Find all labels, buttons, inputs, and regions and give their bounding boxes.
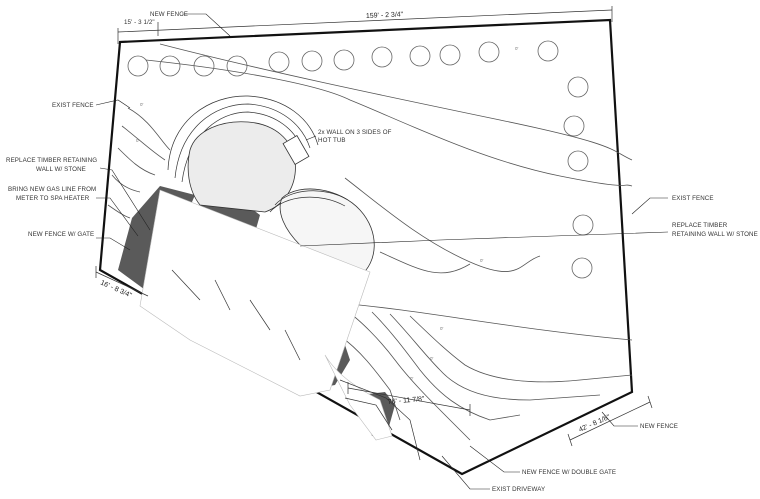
tree-icon — [478, 41, 500, 63]
tree-icon — [567, 76, 589, 98]
bottom-left-dimension — [95, 266, 149, 297]
driveway — [339, 379, 421, 461]
label-double-gate: NEW FENCE W/ DOUBLE GATE — [522, 469, 616, 476]
house-footprint — [139, 189, 393, 441]
driveway-dimension — [347, 382, 471, 416]
svg-text:0': 0' — [410, 376, 414, 381]
label-replace-timber-left-1: REPLACE TIMBER RETAINING — [6, 157, 97, 164]
label-wall-hot-tub-2: HOT TUB — [318, 137, 346, 144]
label-gas-line-2: METER TO SPA HEATER — [16, 195, 90, 202]
contour-lines — [107, 43, 633, 441]
label-replace-timber-right-2: RETAINING WALL W/ STONE — [672, 231, 758, 238]
svg-text:0': 0' — [515, 46, 519, 51]
top-dimension — [117, 6, 613, 44]
label-gas-line-1: BRING NEW GAS LINE FROM — [8, 186, 96, 193]
tree-icon — [159, 55, 181, 77]
spa-heater — [282, 135, 310, 165]
spa-area — [167, 95, 375, 277]
label-new-fence-top: NEW FENCE — [150, 11, 188, 18]
tree-icon — [563, 115, 585, 137]
tree-icon — [571, 257, 593, 279]
svg-text:0': 0' — [430, 356, 434, 361]
label-dim-top-left: 15' - 3 1/2" — [124, 19, 155, 26]
tree-icon — [371, 46, 393, 68]
tree-icon — [226, 55, 248, 77]
deck-circle — [279, 188, 375, 277]
label-replace-timber-left-2: WALL W/ STONE — [36, 166, 86, 173]
tree-icon — [439, 44, 461, 66]
annotations: NEW FENCE 159' - 2 3/4" 15' - 3 1/2" EXI… — [6, 11, 758, 493]
tree-icon — [268, 51, 290, 73]
label-exist-fence-left: EXIST FENCE — [52, 102, 94, 109]
tree-icon — [572, 214, 594, 236]
label-dim-top: 159' - 2 3/4" — [366, 11, 404, 20]
tree-icon — [567, 150, 589, 172]
svg-text:0': 0' — [480, 258, 484, 263]
svg-text:0': 0' — [440, 326, 444, 331]
svg-text:0': 0' — [140, 102, 144, 107]
label-exist-fence-right: EXIST FENCE — [672, 195, 714, 202]
leader-lines — [95, 13, 669, 490]
tree-icon — [193, 55, 215, 77]
tree-icon — [127, 55, 149, 77]
tree-icon — [409, 45, 431, 67]
hot-tub — [187, 121, 296, 213]
label-new-fence-gate: NEW FENCE W/ GATE — [28, 231, 94, 238]
svg-text:0': 0' — [136, 138, 140, 143]
tree-icon — [333, 49, 355, 71]
tree-icon — [301, 50, 323, 72]
label-exist-driveway: EXIST DRIVEWAY — [492, 486, 545, 493]
contour-labels: 0' 0' 0' 0' 0' 0' 0' — [136, 46, 519, 381]
label-replace-timber-right-1: REPLACE TIMBER — [672, 222, 728, 229]
property-line — [98, 18, 634, 476]
label-wall-hot-tub-1: 2x WALL ON 3 SIDES OF — [318, 129, 392, 136]
label-new-fence-bottom: NEW FENCE — [640, 423, 678, 430]
label-dim-left-bottom: 16' - 8 3/4" — [99, 279, 133, 299]
label-dim-driveway: 76' - 11 7/8" — [388, 396, 426, 406]
tree-row — [127, 40, 594, 279]
tree-icon — [537, 40, 559, 62]
